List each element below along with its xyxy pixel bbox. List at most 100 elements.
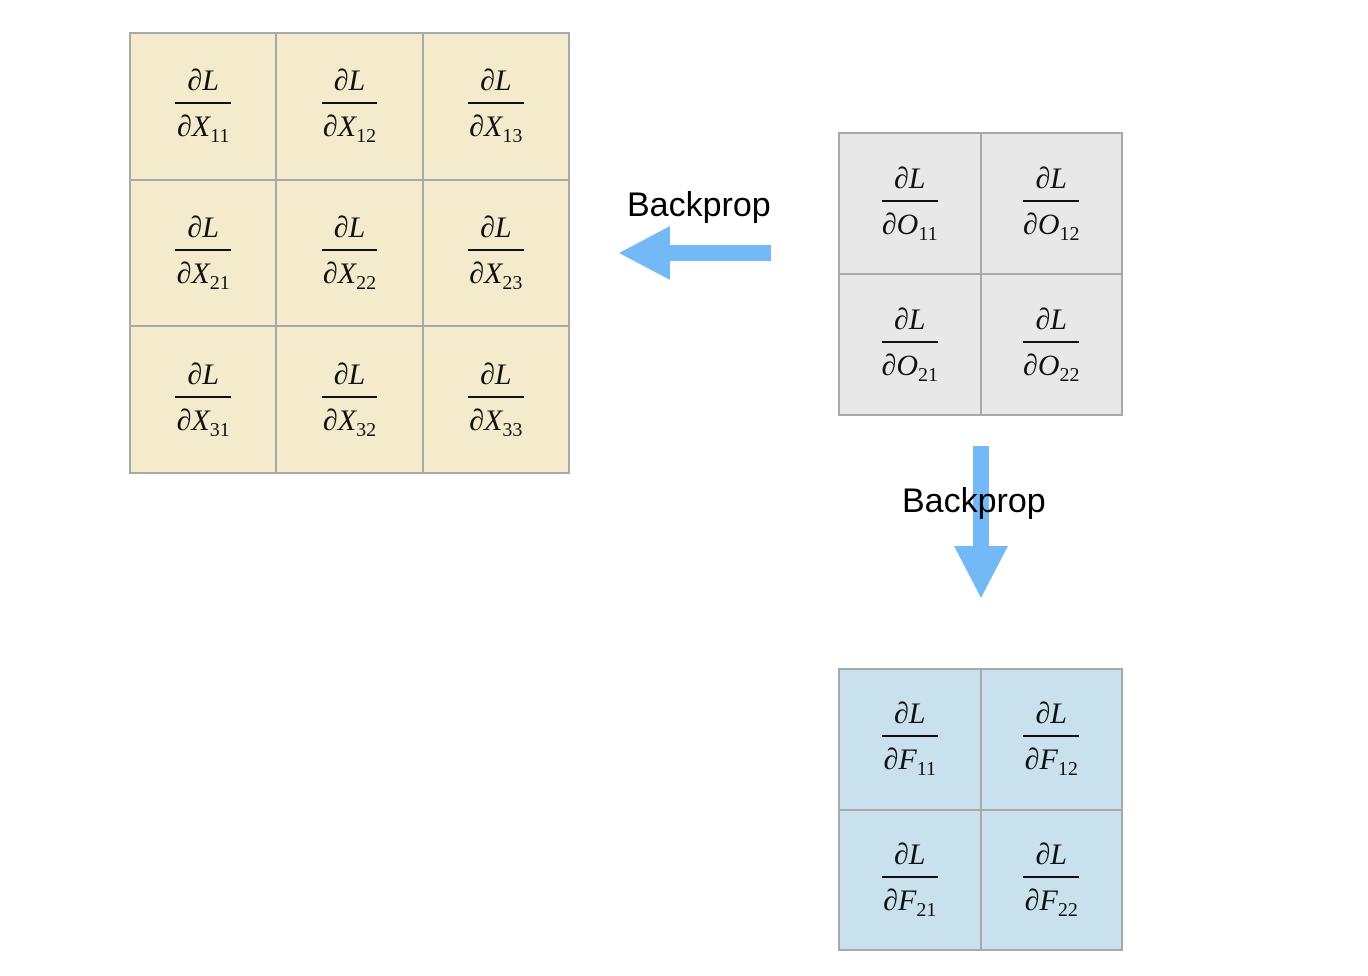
- fraction-denominator: ∂X32: [323, 398, 376, 440]
- filter-grad-fraction: ∂L∂F11: [881, 699, 938, 781]
- output-grad-cell: ∂L∂O21: [839, 274, 981, 415]
- fraction-denominator: ∂X13: [469, 104, 523, 148]
- fraction-numerator: ∂L: [321, 212, 378, 251]
- denominator-subscript: 31: [209, 418, 230, 441]
- denominator-symbol: ∂X: [176, 256, 210, 290]
- fraction-numerator: ∂L: [321, 66, 378, 105]
- input-grad-fraction: ∂L∂X23: [468, 212, 524, 293]
- fraction-denominator: ∂O12: [1023, 202, 1080, 244]
- input-grad-fraction: ∂L∂X32: [321, 359, 378, 440]
- input-grad-fraction: ∂L∂X31: [175, 359, 231, 440]
- fraction-numerator: ∂L: [468, 66, 524, 105]
- input-grad-cell: ∂L∂X31: [130, 326, 277, 473]
- denominator-subscript: 22: [1057, 898, 1078, 921]
- input-grad-fraction: ∂L∂X22: [321, 212, 378, 293]
- fraction-denominator: ∂X33: [469, 398, 522, 440]
- fraction-numerator: ∂L: [881, 304, 938, 343]
- backprop-left-arrow-icon: [619, 226, 771, 280]
- output-grad-fraction: ∂L∂O21: [881, 304, 939, 385]
- filter-grad-cell: ∂L∂F12: [980, 669, 1122, 810]
- denominator-symbol: ∂X: [322, 110, 357, 144]
- denominator-symbol: ∂X: [176, 403, 210, 437]
- denominator-symbol: ∂F: [1024, 883, 1058, 917]
- denominator-symbol: ∂O: [881, 348, 919, 382]
- fraction-denominator: ∂F12: [1025, 737, 1078, 781]
- fraction-numerator: ∂L: [175, 359, 231, 398]
- denominator-subscript: 21: [209, 271, 230, 294]
- denominator-subscript: 22: [356, 271, 377, 294]
- output-gradient-matrix: ∂L∂O11∂L∂O12∂L∂O21∂L∂O22: [838, 132, 1123, 416]
- fraction-numerator: ∂L: [881, 839, 938, 878]
- fraction-numerator: ∂L: [1023, 163, 1079, 202]
- input-grad-fraction: ∂L∂X11: [175, 66, 231, 146]
- fraction-numerator: ∂L: [1023, 839, 1079, 878]
- fraction-denominator: ∂O21: [882, 343, 939, 385]
- backprop-left-label: Backprop: [627, 186, 771, 224]
- backprop-down-label: Backprop: [902, 482, 1046, 520]
- output-grad-cell: ∂L∂O12: [980, 133, 1122, 274]
- fraction-numerator: ∂L: [468, 212, 524, 251]
- denominator-subscript: 21: [918, 363, 938, 386]
- filter-gradient-matrix: ∂L∂F11∂L∂F12∂L∂F21∂L∂F22: [838, 668, 1123, 951]
- fraction-denominator: ∂X31: [177, 398, 230, 440]
- filter-grad-cell: ∂L∂F21: [839, 809, 981, 950]
- filter-grad-cell: ∂L∂F11: [839, 669, 981, 810]
- input-grad-cell: ∂L∂X32: [276, 326, 423, 473]
- input-grad-cell: ∂L∂X11: [130, 33, 277, 180]
- denominator-symbol: ∂X: [322, 403, 357, 437]
- output-grad-fraction: ∂L∂O12: [1023, 163, 1080, 244]
- fraction-numerator: ∂L: [468, 359, 524, 398]
- denominator-symbol: ∂X: [469, 403, 503, 437]
- fraction-denominator: ∂F22: [1025, 878, 1078, 920]
- fraction-numerator: ∂L: [881, 699, 938, 738]
- filter-grad-fraction: ∂L∂F22: [1023, 839, 1079, 920]
- fraction-denominator: ∂X22: [323, 251, 376, 293]
- denominator-subscript: 13: [502, 125, 523, 148]
- denominator-symbol: ∂O: [1023, 207, 1060, 241]
- backprop-left-arrow-shape: [619, 226, 771, 280]
- denominator-subscript: 33: [502, 418, 523, 441]
- denominator-symbol: ∂O: [881, 207, 919, 241]
- fraction-numerator: ∂L: [175, 66, 231, 105]
- input-grad-cell: ∂L∂X23: [422, 179, 569, 327]
- denominator-symbol: ∂F: [883, 883, 917, 917]
- fraction-denominator: ∂X21: [177, 251, 230, 293]
- denominator-subscript: 32: [356, 418, 377, 441]
- denominator-symbol: ∂X: [469, 256, 503, 290]
- input-grad-cell: ∂L∂X12: [276, 33, 423, 180]
- fraction-numerator: ∂L: [1023, 304, 1079, 343]
- fraction-denominator: ∂O22: [1023, 343, 1080, 385]
- denominator-symbol: ∂F: [883, 743, 917, 777]
- output-grad-cell: ∂L∂O11: [839, 133, 981, 274]
- denominator-subscript: 12: [356, 125, 377, 148]
- input-grad-fraction: ∂L∂X12: [321, 66, 378, 148]
- denominator-symbol: ∂X: [322, 256, 357, 290]
- fraction-numerator: ∂L: [321, 359, 378, 398]
- denominator-subscript: 12: [1057, 758, 1078, 781]
- fraction-denominator: ∂F11: [883, 737, 936, 781]
- denominator-subscript: 21: [916, 898, 937, 921]
- denominator-symbol: ∂X: [176, 110, 211, 144]
- output-grad-cell: ∂L∂O22: [980, 274, 1122, 415]
- denominator-subscript: 12: [1059, 222, 1080, 245]
- fraction-denominator: ∂F21: [883, 878, 936, 920]
- input-grad-fraction: ∂L∂X33: [468, 359, 524, 440]
- denominator-symbol: ∂X: [469, 110, 503, 144]
- fraction-denominator: ∂X12: [322, 104, 377, 148]
- denominator-subscript: 11: [916, 758, 936, 781]
- backprop-down-arrow-icon: [954, 446, 1008, 598]
- fraction-denominator: ∂X11: [176, 104, 229, 147]
- input-grad-cell: ∂L∂X13: [422, 33, 569, 180]
- input-gradient-matrix: ∂L∂X11∂L∂X12∂L∂X13∂L∂X21∂L∂X22∂L∂X23∂L∂X…: [129, 32, 570, 474]
- fraction-denominator: ∂O11: [882, 202, 938, 244]
- filter-grad-fraction: ∂L∂F21: [881, 839, 938, 920]
- fraction-numerator: ∂L: [881, 163, 938, 202]
- denominator-symbol: ∂O: [1023, 348, 1060, 382]
- output-grad-fraction: ∂L∂O22: [1023, 304, 1080, 385]
- input-grad-cell: ∂L∂X21: [130, 179, 277, 327]
- backprop-down-arrow-shape: [954, 446, 1008, 598]
- input-grad-fraction: ∂L∂X21: [175, 212, 231, 293]
- output-grad-fraction: ∂L∂O11: [881, 163, 938, 244]
- input-grad-cell: ∂L∂X33: [422, 326, 569, 473]
- denominator-subscript: 11: [918, 222, 938, 245]
